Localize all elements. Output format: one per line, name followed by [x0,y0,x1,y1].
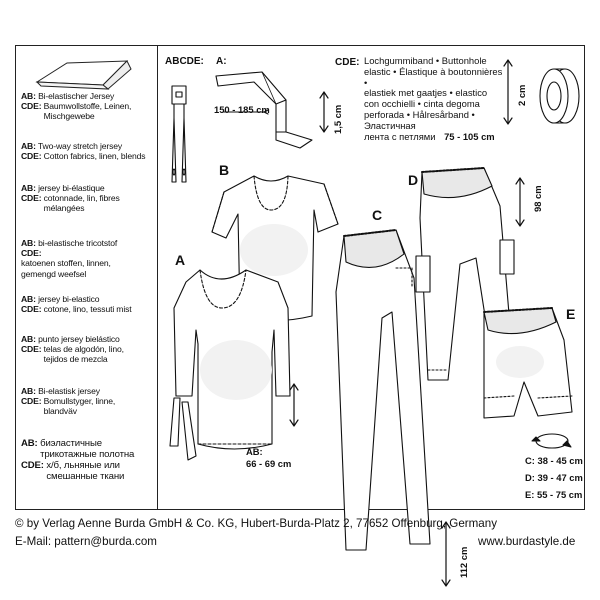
ab-length-value: 66 - 69 cm [246,458,292,469]
waist-measure-icon [531,433,572,449]
panel-divider [157,45,159,510]
fabric-swatch-icon [35,60,132,90]
elastic-label: CDE: [335,57,360,68]
fabric-nl: AB: bi-elastische tricotstof CDE: katoen… [21,238,118,279]
fabric-ru: AB: биэластичные трикотажные полотна CDE… [21,438,135,482]
c-length: 112 cm [458,546,469,578]
ribbon-label: A: [216,56,227,67]
fabric-es: AB: punto jersey bielástico CDE: telas d… [21,334,124,365]
needle-label: ABCDE: [165,56,204,67]
twin-needle-icon [171,85,187,183]
fabric-it: AB: jersey bi-elastico CDE: cotone, lino… [21,294,132,315]
elastic-roll-icon [539,68,580,124]
elastic-width-arrow [503,59,513,125]
contact-email: E-Mail: pattern@burda.com [15,535,157,548]
view-e-label: E [566,306,576,322]
ribbon-length: 150 - 185 cm [214,104,270,115]
fabric-recommendations-panel: AB: Bi-elastischer Jersey CDE: Baumwolls… [15,45,157,510]
fabric-sv: AB: Bi-elastisk jersey CDE: Bomullstyger… [21,386,116,417]
fabric-de: AB: Bi-elastischer Jersey CDE: Baumwolls… [21,91,132,122]
outer-frame [15,45,585,510]
ab-length-label: AB: [246,446,263,457]
elastic-width: 2 cm [516,84,527,106]
view-b-label: B [219,162,230,178]
website-link[interactable]: www.burdastyle.de [478,535,576,548]
ribbon-width-arrow [319,91,329,133]
view-a-drawing [169,269,291,461]
view-c-label: C [372,207,383,223]
fabric-fr: AB: jersey bi-élastique CDE: cotonnade, … [21,183,120,214]
fabric-en: AB: Two-way stretch jersey CDE: Cotton f… [21,141,146,162]
view-e-drawing [483,307,573,419]
ribbon-tie-icon [215,71,313,149]
elastic-description: Lochgummiband • Buttonhole elastic • Éla… [364,55,503,142]
view-c-drawing [335,229,431,551]
waist-c: C: 38 - 45 cm [525,455,583,466]
copyright-line: © by Verlag Aenne Burda GmbH & Co. KG, H… [15,517,497,530]
d-length: 98 cm [532,185,543,212]
waist-e: E: 55 - 75 cm [525,489,583,500]
view-d-label: D [408,172,419,188]
ribbon-width: 1,5 cm [332,104,343,134]
waist-d: D: 39 - 47 cm [525,472,583,483]
view-a-label: A [175,252,186,268]
